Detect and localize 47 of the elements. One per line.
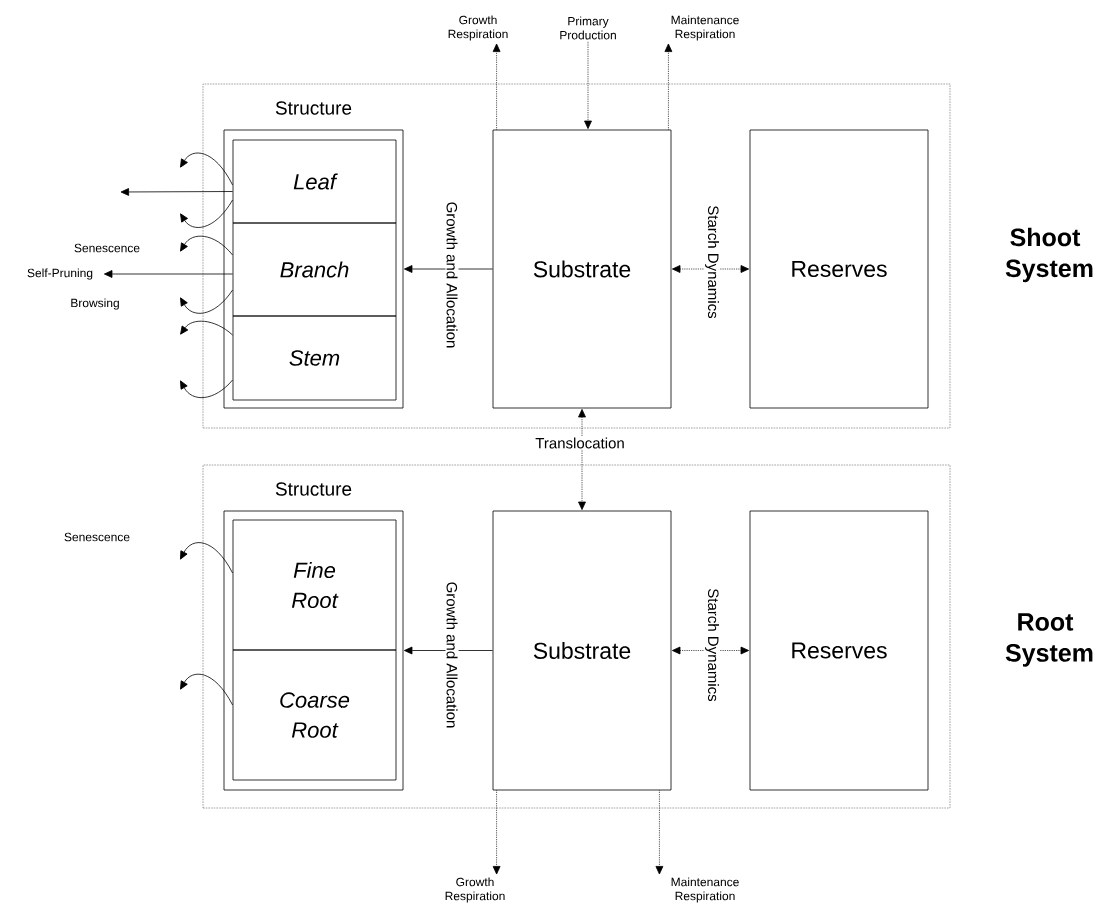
pool-box: Substrate: [492, 510, 672, 791]
flux-label: Growth Respiration: [448, 15, 508, 41]
compartment-box: Fine Root: [232, 519, 397, 651]
curved-arrow: [180, 235, 233, 256]
heading: Structure: [275, 101, 352, 115]
arrow: [584, 41, 592, 129]
curved-arrow: [180, 320, 233, 336]
compartment-box: Branch: [232, 222, 397, 317]
edge-label: Translocation: [534, 436, 626, 450]
compartment-box: Leaf: [232, 139, 397, 224]
arrow: [672, 646, 750, 655]
system-label: Shoot System: [1005, 227, 1093, 283]
flux-label: Primary Production: [560, 16, 616, 40]
arrow: [578, 409, 586, 510]
arrow: [664, 43, 673, 130]
edge-label: Growth and Allocation: [445, 200, 459, 350]
arrow: [672, 265, 750, 273]
pool-box: Reserves: [749, 129, 929, 409]
process-label: Senescence: [74, 243, 140, 253]
system-label: Root System: [1005, 613, 1093, 667]
pool-box: Substrate: [492, 129, 672, 409]
arrow: [655, 790, 664, 875]
flux-label: Maintenance Respiration: [671, 877, 739, 903]
arrow: [492, 43, 501, 130]
flux-label: Growth Respiration: [445, 877, 505, 903]
curved-arrow: [180, 542, 233, 574]
curved-arrow: [180, 152, 233, 186]
flux-label: Self-Pruning: [27, 268, 93, 280]
process-label: Senescence: [64, 532, 130, 542]
curved-arrow: [180, 289, 233, 314]
arrow: [492, 790, 501, 875]
curved-arrow: [180, 379, 233, 398]
heading: Structure: [275, 482, 352, 496]
curved-arrow: [180, 673, 233, 706]
arrow: [404, 265, 493, 273]
curved-arrow: [180, 199, 233, 228]
pool-box: Reserves: [749, 510, 929, 791]
arrow: [120, 188, 233, 196]
arrow: [104, 270, 233, 278]
flux-label: Maintenance Respiration: [671, 15, 739, 41]
compartment-box: Stem: [232, 315, 397, 401]
edge-label: Starch Dynamics: [704, 204, 720, 320]
edge-label: Growth and Allocation: [445, 580, 459, 730]
process-label: Browsing: [71, 298, 119, 310]
edge-label: Starch Dynamics: [704, 587, 720, 703]
compartment-box: Coarse Root: [232, 649, 397, 781]
arrow: [404, 646, 493, 655]
